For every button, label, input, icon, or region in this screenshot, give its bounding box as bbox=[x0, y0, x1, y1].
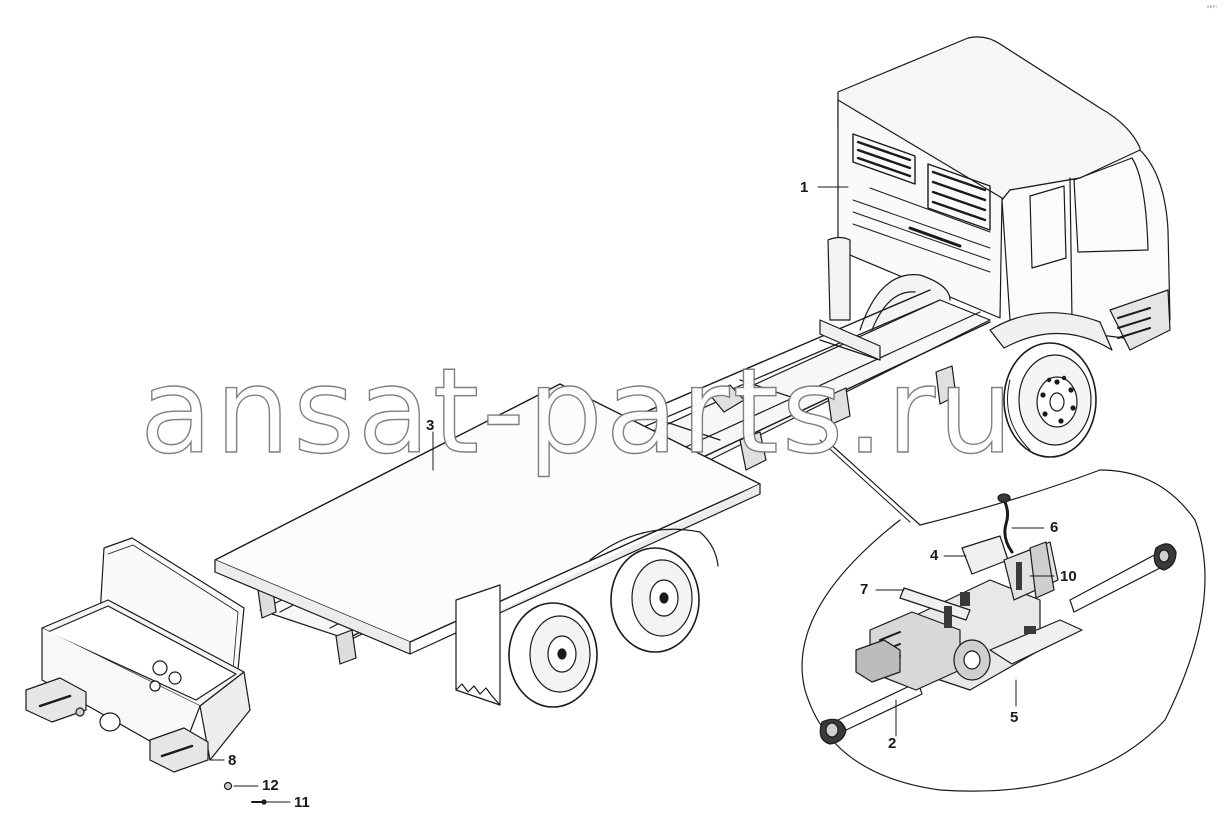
cab-rear-wheel bbox=[859, 274, 951, 331]
callout-1: 1 bbox=[800, 179, 809, 196]
callout-6: 6 bbox=[1050, 519, 1059, 536]
callout-11: 11 bbox=[294, 794, 310, 811]
truck-cab bbox=[827, 36, 1171, 351]
callout-12: 12 bbox=[262, 777, 279, 794]
callout-10: 10 bbox=[1060, 568, 1077, 585]
callout-3: 3 bbox=[426, 417, 435, 434]
watermark-text: ansat-parts.ru bbox=[139, 342, 1017, 480]
transmission-assembly bbox=[819, 493, 1177, 745]
callout-7: 7 bbox=[860, 581, 869, 598]
callout-5: 5 bbox=[1010, 709, 1019, 726]
rear-wheels bbox=[455, 528, 719, 708]
callout-8: 8 bbox=[228, 752, 237, 769]
callout-4: 4 bbox=[930, 547, 939, 564]
leader-lines bbox=[432, 186, 1055, 737]
corner-logo: ᵃᵖᵐ bbox=[1206, 4, 1217, 12]
callout-2: 2 bbox=[888, 735, 897, 752]
front-wheel bbox=[1003, 342, 1097, 458]
tool-box bbox=[25, 537, 291, 805]
